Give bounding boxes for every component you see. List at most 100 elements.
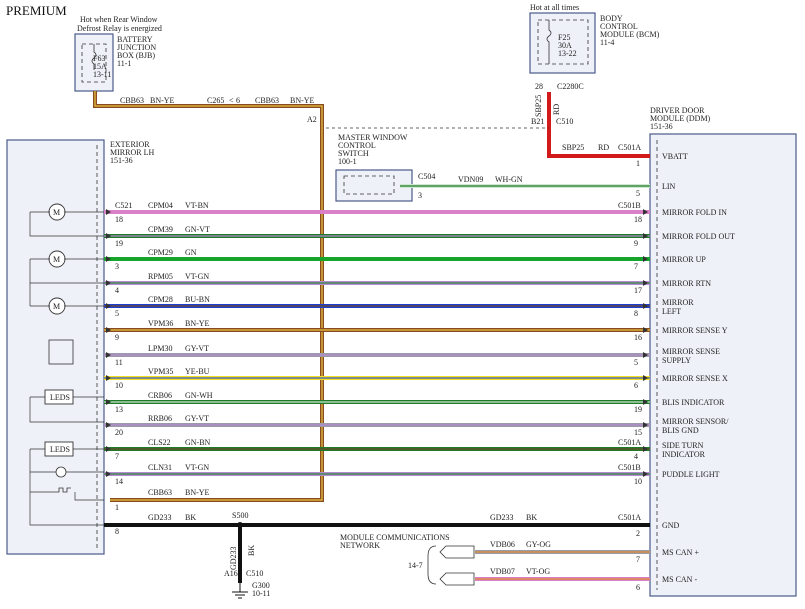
ground-id: G300 [252, 581, 270, 590]
wire-right-arrow-icon [643, 352, 648, 358]
wire-right-arrow-icon [643, 471, 648, 477]
gnd-color-left: BK [185, 513, 196, 522]
wire-circuit: RPM05 [148, 272, 173, 281]
cbb-pin: 1 [115, 503, 119, 512]
gnd-drop-conn: C510 [246, 569, 263, 578]
wire-right-pin: 15 [634, 428, 642, 437]
wire-function-label: BLIS INDICATOR [662, 398, 725, 407]
sbp-circuit: SBP25 [534, 95, 543, 117]
bcm-amps: 30A [558, 41, 572, 50]
wire-left-arrow-icon [106, 422, 111, 428]
feed-splice: A2 [307, 115, 317, 124]
wire-circuit: CLN31 [148, 463, 172, 472]
bcm-grid: 13-22 [558, 49, 577, 58]
switch-connector: C504 [418, 172, 435, 181]
wire-function-label: MIRROR SENSE Y [662, 326, 728, 335]
wire-circuit: CPM04 [148, 201, 173, 210]
wire-color-code: GY-VT [185, 414, 209, 423]
gnd-circuit-left: GD233 [148, 513, 172, 522]
feed-inline-pin-a: < [229, 96, 234, 105]
can-minus-connector-icon [439, 572, 475, 586]
wire-left-pin: 13 [115, 405, 123, 414]
gnd-circuit-right: GD233 [490, 513, 514, 522]
wire-right-pin: 9 [634, 239, 638, 248]
wire-right-pin: 4 [634, 452, 638, 461]
wire-right-arrow-icon [643, 303, 648, 309]
bcm-name-2: CONTROL [600, 22, 638, 31]
diagram-title: PREMIUM [6, 3, 67, 18]
bjb-amps: 15A [93, 62, 107, 71]
wire-color-code: VT-GN [185, 463, 209, 472]
wire-left-pin: 10 [115, 381, 123, 390]
gnd-drop-circuit: GD233 [229, 546, 238, 570]
wire-color-code: BU-BN [185, 295, 210, 304]
wire-function-label: MIRROR SENSOR/ [662, 417, 729, 426]
ddm-name-1: DRIVER DOOR [650, 106, 705, 115]
can-minus-label: MS CAN - [662, 575, 697, 584]
wire-function-label: MIRROR SENSE X [662, 374, 728, 383]
wire-color-code: VT-BN [185, 201, 209, 210]
wire-color-code: BN-YE [185, 319, 210, 328]
wire-left-pin: 7 [115, 452, 119, 461]
heater-element-icon [55, 487, 71, 493]
wire-left-pin: 9 [115, 333, 119, 342]
switch-ref: 100-1 [338, 157, 357, 166]
wire-circuit: CPM39 [148, 225, 173, 234]
vbatt-pin: 1 [636, 159, 640, 168]
wire-function-label: PUDDLE LIGHT [662, 470, 720, 479]
wire-left-arrow-icon [106, 233, 111, 239]
wire-right-arrow-icon [643, 233, 648, 239]
wire-right-pin: 8 [634, 309, 638, 318]
fold-motor-letter: M [53, 208, 60, 217]
mcn-ref: 14-7 [408, 561, 423, 570]
wire-color-code: GN-BN [185, 438, 211, 447]
ddm-module: DRIVER DOOR MODULE (DDM) 151-36 [649, 106, 797, 597]
switch-color: WH-GN [495, 175, 523, 184]
mcn-title-2: NETWORK [340, 541, 380, 550]
puddle-lamp-icon [55, 466, 67, 478]
wire-right-pin: 17 [634, 286, 642, 295]
can-plus-circuit: VDB06 [490, 540, 515, 549]
switch-name-3: SWITCH [338, 149, 369, 158]
lin-bus: LIN 5 [400, 182, 676, 198]
wire-left-pin: 19 [115, 239, 123, 248]
gnd-pin-right: 2 [636, 529, 640, 538]
can-network: MODULE COMMUNICATIONS NETWORK 14-7 VDB06… [340, 533, 699, 592]
gnd-label: GND [662, 521, 680, 530]
wire-color-code: YE-BU [185, 367, 210, 376]
bcm-name-1: BODY [600, 14, 623, 23]
c510-label: C510 [556, 117, 573, 126]
gnd-connector: C501A [618, 513, 641, 522]
wire-circuit: CLS22 [148, 438, 171, 447]
feed-inline-pin-b: 6 [236, 96, 240, 105]
wire-color-code: VT-GN [185, 272, 209, 281]
can-minus-pin: 6 [636, 583, 640, 592]
bjb-grid: 13-11 [93, 70, 111, 79]
wire-right-connector: C501B [618, 201, 641, 210]
wire-function-label-2: INDICATOR [662, 450, 706, 459]
cbb-color: BN-YE [185, 488, 210, 497]
can-minus-color: VT-OG [526, 567, 550, 576]
wire-left-arrow-icon [106, 209, 111, 215]
bjb-name-1: BATTERY [117, 35, 153, 44]
can-plus-label: MS CAN + [662, 548, 699, 557]
switch-name-2: CONTROL [338, 141, 376, 150]
wire-right-pin: 19 [634, 405, 642, 414]
lin-pin: 5 [636, 189, 640, 198]
wire-right-pin: 10 [634, 477, 642, 486]
wire-left-arrow-icon [106, 375, 111, 381]
switch-circuit: VDN09 [458, 175, 483, 184]
wire-right-arrow-icon [643, 327, 648, 333]
wire-circuit: RRB06 [148, 414, 172, 423]
wire-right-arrow-icon [643, 256, 648, 262]
wire-function-label-2: SUPPLY [662, 356, 691, 365]
bjb-ref: 11-1 [117, 59, 131, 68]
wire-left-arrow-icon [106, 303, 111, 309]
wire-left-pin: 3 [115, 262, 119, 271]
power-feeds: CBB63 BN-YE C265 < 6 CBB63 BN-YE A2 SBP2… [93, 91, 688, 502]
vbatt-connector: C501A [618, 143, 641, 152]
bjb-name-2: JUNCTION [117, 43, 156, 52]
wire-left-arrow-icon [106, 399, 111, 405]
wire-color-code: GN-VT [185, 225, 210, 234]
